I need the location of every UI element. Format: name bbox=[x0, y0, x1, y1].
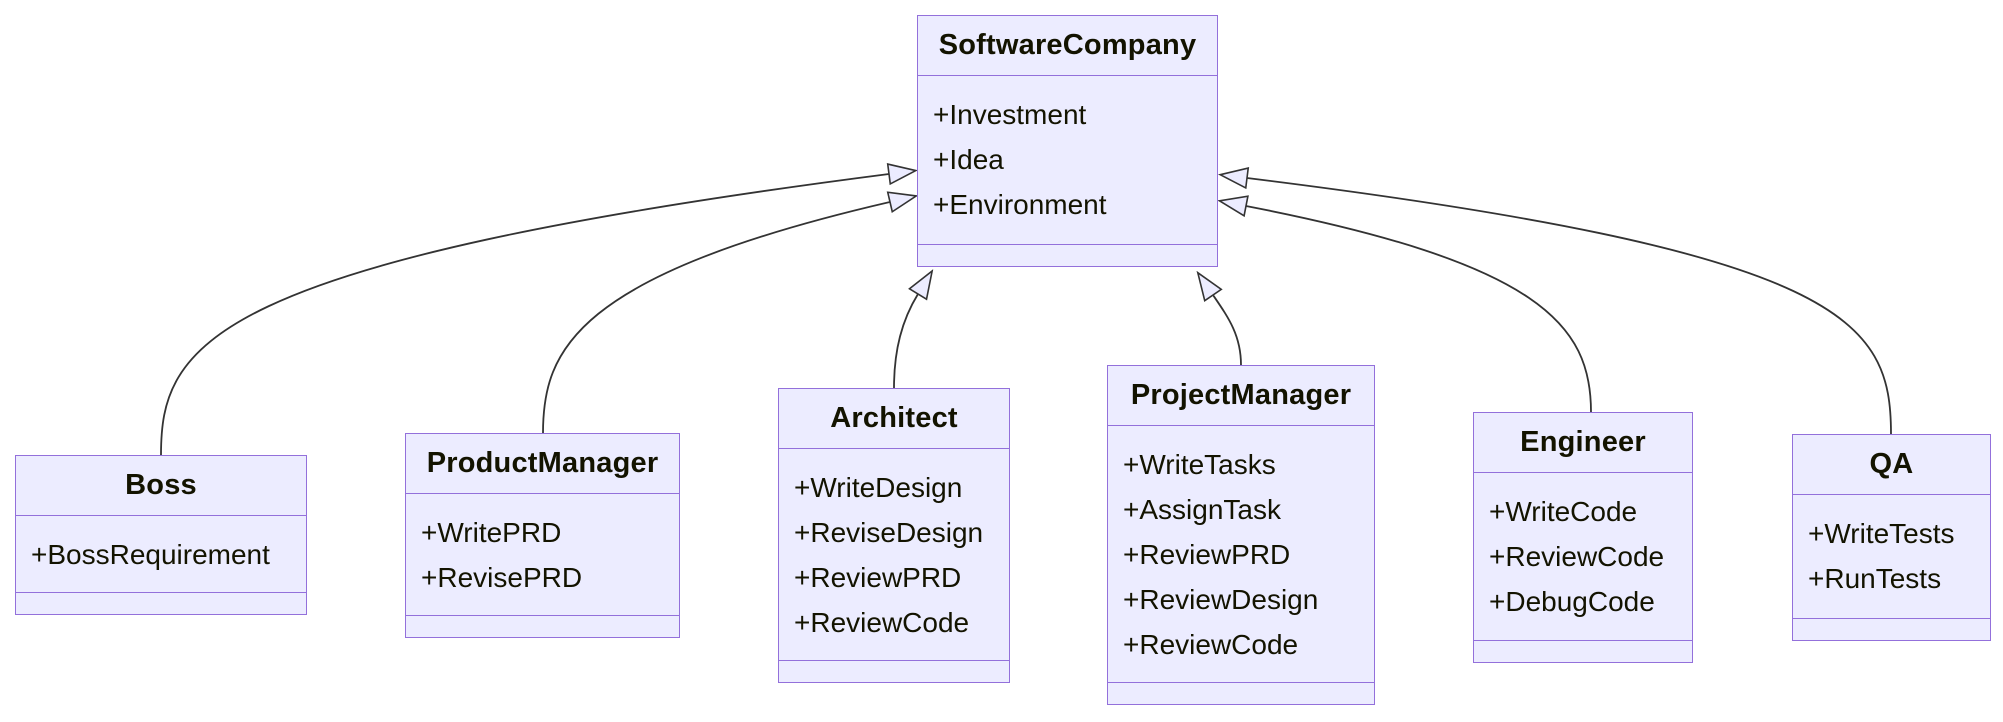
class-methods-empty bbox=[16, 592, 306, 614]
class-box-qa: QA +WriteTests +RunTests bbox=[1792, 434, 1991, 641]
class-attribute: +RunTests bbox=[1808, 563, 1942, 594]
class-attributes: +BossRequirement bbox=[16, 516, 306, 592]
class-attribute: +WriteTests bbox=[1808, 518, 1955, 549]
class-title-productmanager: ProductManager bbox=[406, 434, 679, 494]
edge-engineer-inherits-softwarecompany bbox=[1246, 206, 1592, 413]
class-box-boss: Boss +BossRequirement bbox=[15, 455, 307, 615]
class-attribute: +WritePRD bbox=[421, 517, 562, 548]
class-box-productmanager: ProductManager +WritePRD +RevisePRD bbox=[405, 433, 680, 638]
class-title-boss: Boss bbox=[16, 456, 306, 516]
class-methods-empty bbox=[918, 244, 1217, 266]
class-attribute: +RevisePRD bbox=[421, 562, 583, 593]
class-title-engineer: Engineer bbox=[1474, 413, 1692, 473]
class-methods-empty bbox=[779, 660, 1009, 682]
class-title-architect: Architect bbox=[779, 389, 1009, 449]
class-attribute: +DebugCode bbox=[1489, 586, 1655, 617]
class-attributes: +WriteDesign +ReviseDesign +ReviewPRD +Revi… bbox=[779, 449, 1009, 660]
class-methods-empty bbox=[406, 615, 679, 637]
class-attribute: +ReviewCode bbox=[794, 607, 970, 638]
class-attribute: +ReviewPRD bbox=[1123, 539, 1291, 570]
class-attributes: +WritePRD +RevisePRD bbox=[406, 494, 679, 615]
class-box-engineer: Engineer +WriteCode +ReviewCode +DebugCode bbox=[1473, 412, 1693, 663]
class-attribute: +WriteTasks bbox=[1123, 449, 1276, 480]
class-attribute: +ReviseDesign bbox=[794, 517, 984, 548]
class-box-softwarecompany: SoftwareCompany +Investment +Idea +Environ… bbox=[917, 15, 1218, 267]
class-methods-empty bbox=[1108, 682, 1374, 704]
class-attribute: +WriteDesign bbox=[794, 472, 963, 503]
class-attributes: +WriteTasks +AssignTask +ReviewPRD +ReviewD… bbox=[1108, 426, 1374, 682]
class-attribute: +ReviewCode bbox=[1489, 541, 1665, 572]
class-attributes: +WriteCode +ReviewCode +DebugCode bbox=[1474, 473, 1692, 640]
class-attribute: +ReviewPRD bbox=[794, 562, 962, 593]
class-methods-empty bbox=[1474, 640, 1692, 662]
class-attribute: +ReviewCode bbox=[1123, 629, 1299, 660]
class-title-projectmanager: ProjectManager bbox=[1108, 366, 1374, 426]
class-attribute: +Investment bbox=[933, 99, 1087, 130]
class-box-projectmanager: ProjectManager +WriteTasks +AssignTask +Re… bbox=[1107, 365, 1375, 705]
edge-projectmanager-inherits-softwarecompany bbox=[1213, 295, 1242, 366]
edge-boss-inherits-softwarecompany bbox=[160, 174, 889, 456]
class-attribute: +BossRequirement bbox=[31, 539, 270, 570]
class-methods-empty bbox=[1793, 618, 1990, 640]
edge-productmanager-inherits-softwarecompany bbox=[542, 202, 890, 434]
class-title-softwarecompany: SoftwareCompany bbox=[918, 16, 1217, 76]
class-attribute: +Idea bbox=[933, 144, 1004, 175]
class-attribute: +ReviewDesign bbox=[1123, 584, 1319, 615]
class-attributes: +Investment +Idea +Environment bbox=[918, 76, 1217, 244]
class-attribute: +AssignTask bbox=[1123, 494, 1281, 525]
class-attributes: +WriteTests +RunTests bbox=[1793, 495, 1990, 618]
class-attribute: +WriteCode bbox=[1489, 496, 1638, 527]
class-title-qa: QA bbox=[1793, 435, 1990, 495]
class-attribute: +Environment bbox=[933, 189, 1107, 220]
class-box-architect: Architect +WriteDesign +ReviseDesign +Revi… bbox=[778, 388, 1010, 683]
edge-architect-inherits-softwarecompany bbox=[893, 294, 918, 389]
edge-qa-inherits-softwarecompany bbox=[1247, 178, 1892, 435]
